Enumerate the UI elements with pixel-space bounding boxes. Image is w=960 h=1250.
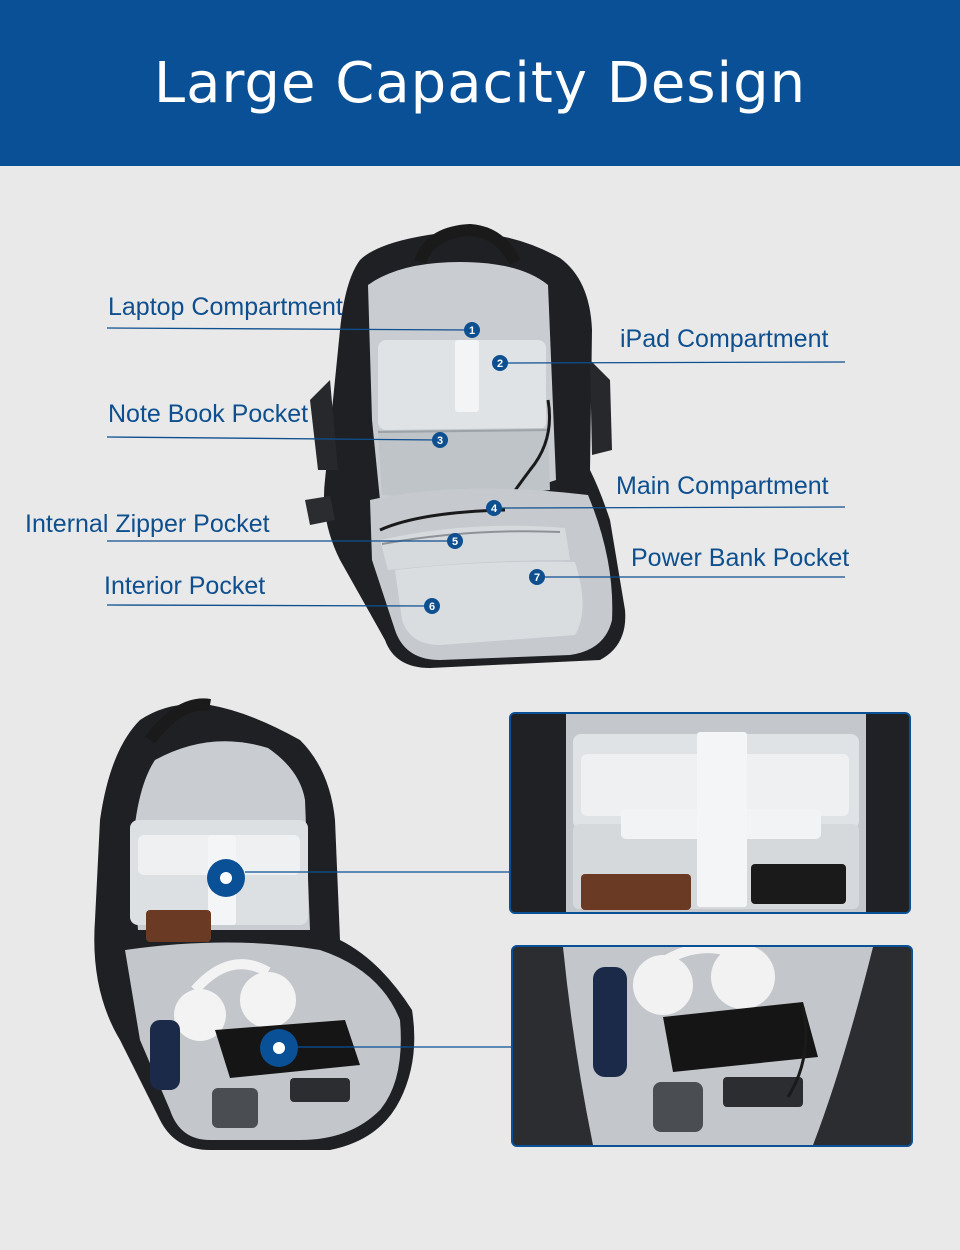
callout-number-2: 2 <box>497 358 503 370</box>
callout-label-internal-zipper-pocket: Internal Zipper Pocket <box>25 510 270 538</box>
callout-number-1: 1 <box>469 325 475 337</box>
callout-dots <box>424 322 545 614</box>
callout-label-ipad-compartment: iPad Compartment <box>620 325 829 353</box>
callout-number-7: 7 <box>534 572 540 584</box>
callout-number-3: 3 <box>437 435 443 447</box>
callout-number-5: 5 <box>452 536 458 548</box>
callout-label-interior-pocket: Interior Pocket <box>104 572 266 600</box>
callout-number-6: 6 <box>429 601 435 613</box>
main-compartment-detail-photo <box>511 945 913 1147</box>
bottom-backpack-image <box>94 698 415 1150</box>
laptop-section-detail-image <box>511 714 909 912</box>
laptop-section-detail-photo <box>509 712 911 914</box>
top-backpack-image <box>305 223 626 668</box>
main-compartment-detail-image <box>513 947 911 1145</box>
callout-label-laptop-compartment: Laptop Compartment <box>108 293 343 321</box>
callout-label-main-compartment: Main Compartment <box>616 472 829 500</box>
page-title: Large Capacity Design <box>153 50 807 116</box>
header-banner: Large Capacity Design <box>0 0 960 166</box>
callout-lines <box>106 327 846 607</box>
callout-number-4: 4 <box>491 503 498 515</box>
callout-label-power-bank-pocket: Power Bank Pocket <box>631 544 850 572</box>
callout-label-note-book-pocket: Note Book Pocket <box>108 400 309 428</box>
